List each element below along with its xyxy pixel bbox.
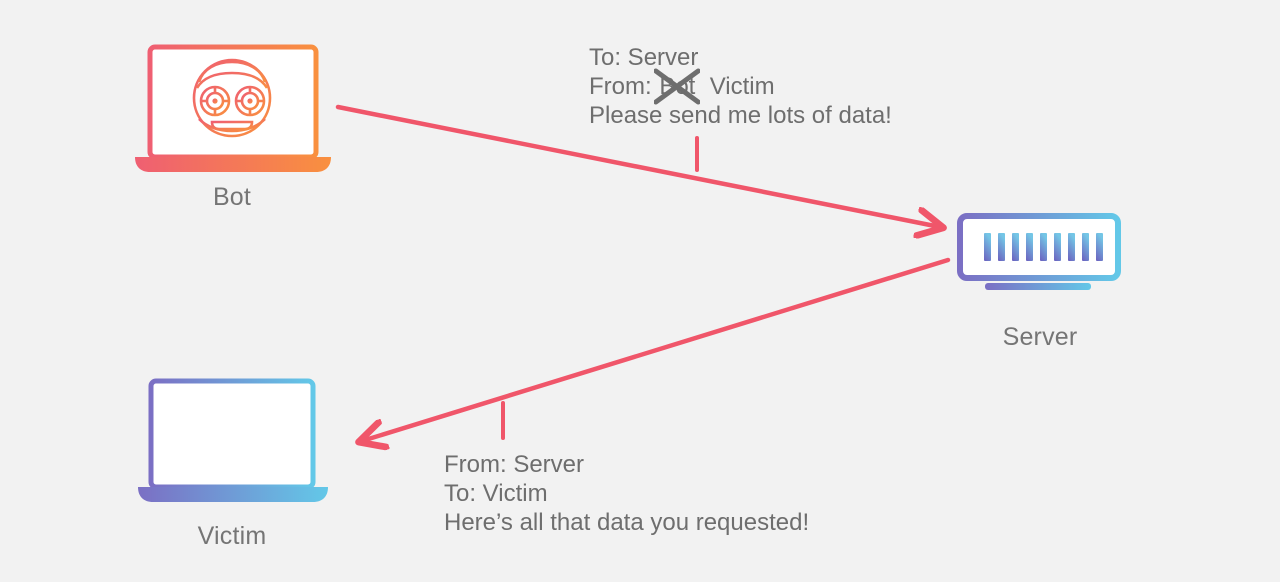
bot-screen bbox=[147, 44, 319, 160]
robot-face-icon bbox=[192, 58, 272, 138]
response-line-body: Here’s all that data you requested! bbox=[444, 509, 810, 536]
request-line-body: Please send me lots of data! bbox=[589, 102, 892, 129]
server-node-label: Server bbox=[1002, 323, 1078, 351]
bot-node-label: Bot bbox=[212, 183, 252, 211]
request-message-text: To: Server From: Bot Victim Please send … bbox=[589, 43, 892, 130]
server-stand bbox=[985, 283, 1091, 290]
victim-node-label: Victim bbox=[197, 522, 267, 550]
response-line-from: From: Server bbox=[444, 451, 585, 478]
victim-screen bbox=[148, 378, 316, 490]
server-node-icon bbox=[957, 213, 1121, 290]
request-from-prefix: From: bbox=[589, 73, 659, 100]
server-indicator-bars bbox=[984, 233, 1103, 261]
server-body bbox=[957, 213, 1121, 281]
bot-node-icon bbox=[135, 44, 331, 172]
victim-node-icon bbox=[138, 378, 328, 502]
request-from-replacement bbox=[696, 73, 709, 100]
response-line-to: To: Victim bbox=[444, 480, 548, 507]
response-message-text: From: Server To: Victim Here’s all that … bbox=[444, 450, 809, 537]
request-from-suffix: Victim bbox=[709, 73, 775, 100]
request-from-struck-text: Bot bbox=[659, 73, 696, 100]
request-line-to: To: Server bbox=[589, 44, 699, 71]
request-from-struck-bot: Bot bbox=[658, 72, 696, 101]
bot-laptop-base bbox=[135, 157, 331, 172]
request-line-from: From: Bot Victim bbox=[589, 72, 892, 101]
arrow-server-to-victim bbox=[362, 257, 951, 441]
victim-laptop-base bbox=[138, 487, 328, 502]
arrow-bot-to-server bbox=[335, 104, 940, 227]
